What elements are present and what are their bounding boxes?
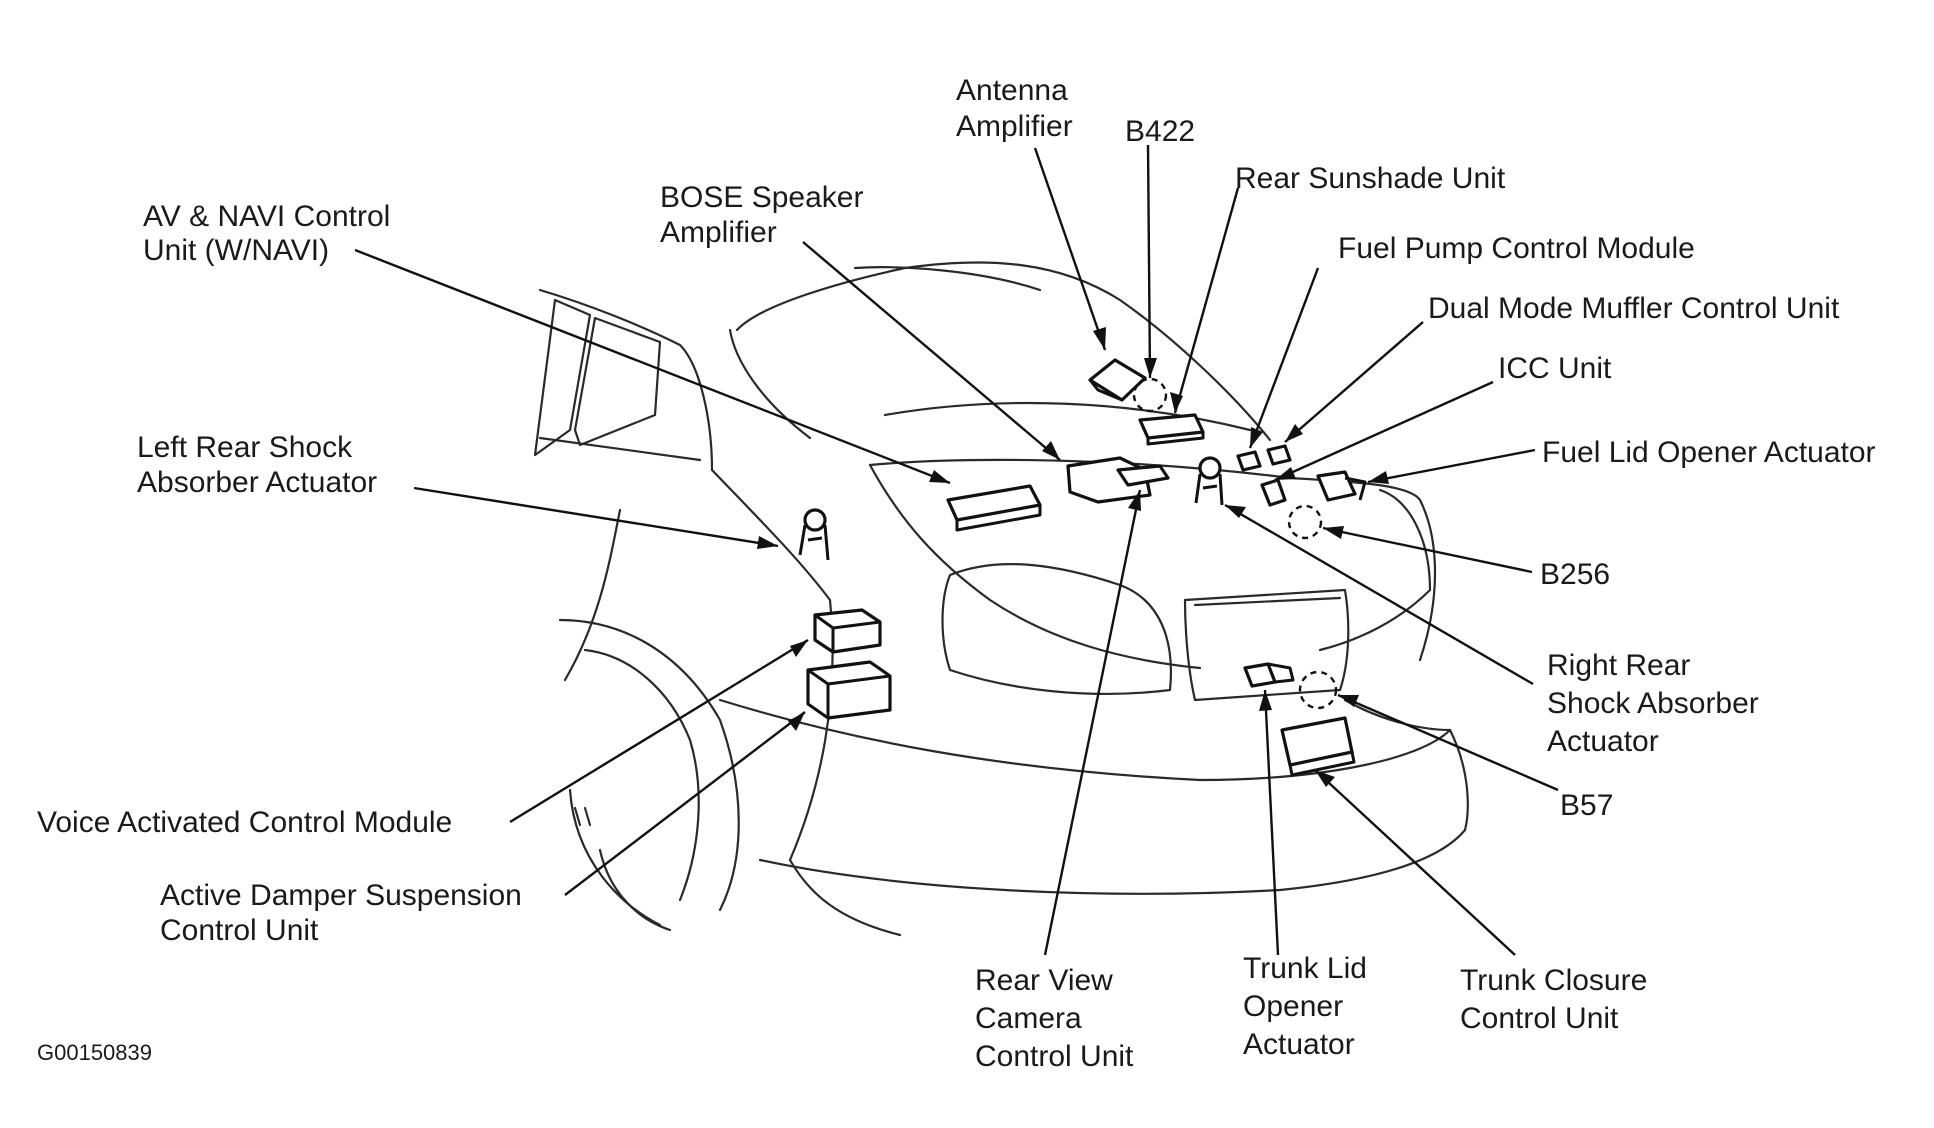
trunk-lid-opener-actuator-label: Trunk Lid Opener Actuator (1243, 952, 1375, 1061)
icc-unit-part (1260, 478, 1287, 507)
b422-connector (1132, 377, 1168, 413)
trunk-closure-control-unit-part (1280, 716, 1356, 777)
av-navi-control-unit-part (946, 484, 1042, 532)
leader-lines (354, 144, 1559, 956)
fuel-lid-opener-actuator-part (1316, 470, 1367, 502)
rear-sunshade-unit-label: Rear Sunshade Unit (1235, 162, 1506, 195)
active-damper-suspension-control-unit-part (806, 660, 892, 720)
rear-sunshade-unit-part (1138, 413, 1205, 446)
b422-label: B422 (1125, 115, 1195, 148)
voice-activated-control-module-part (813, 608, 882, 654)
figure-code: G00150839 (37, 1040, 152, 1065)
b256-label: B256 (1540, 558, 1610, 591)
fuel-pump-control-module-label: Fuel Pump Control Module (1338, 232, 1695, 265)
rear-view-camera-control-unit-label: Rear View Camera Control Unit (975, 964, 1134, 1073)
b57-connector (1298, 670, 1338, 710)
dual-mode-muffler-control-unit-label: Dual Mode Muffler Control Unit (1428, 292, 1840, 325)
b57-label: B57 (1560, 789, 1613, 822)
av-navi-control-unit-label: AV & NAVI Control Unit (W/NAVI) (143, 200, 399, 267)
icc-unit-label: ICC Unit (1498, 352, 1612, 385)
bose-speaker-amplifier-part (1066, 456, 1170, 504)
right-rear-shock-absorber-actuator-label: Right Rear Shock Absorber Actuator (1547, 649, 1767, 758)
fuel-pump-control-module-part (1236, 450, 1262, 472)
trunk-closure-control-unit-label: Trunk Closure Control Unit (1460, 964, 1656, 1035)
left-rear-shock-absorber-actuator-label: Left Rear Shock Absorber Actuator (137, 431, 377, 499)
active-damper-suspension-control-unit-label: Active Damper Suspension Control Unit (160, 879, 530, 947)
trunk-lid-opener-actuator-part (1243, 662, 1295, 688)
dual-mode-muffler-control-unit-part (1266, 444, 1292, 466)
b256-connector (1287, 504, 1323, 540)
right-rear-shock-actuator-part (1194, 456, 1224, 506)
car-body-outline (533, 261, 1469, 937)
arrowheads (757, 327, 1389, 787)
voice-activated-control-module-label: Voice Activated Control Module (37, 806, 452, 839)
antenna-amplifier-part (1088, 358, 1147, 402)
bose-speaker-amplifier-label: BOSE Speaker Amplifier (660, 181, 872, 249)
fuel-lid-opener-actuator-label: Fuel Lid Opener Actuator (1542, 436, 1876, 469)
left-rear-shock-actuator-part (798, 508, 830, 561)
antenna-amplifier-label: Antenna Amplifier (956, 74, 1076, 143)
